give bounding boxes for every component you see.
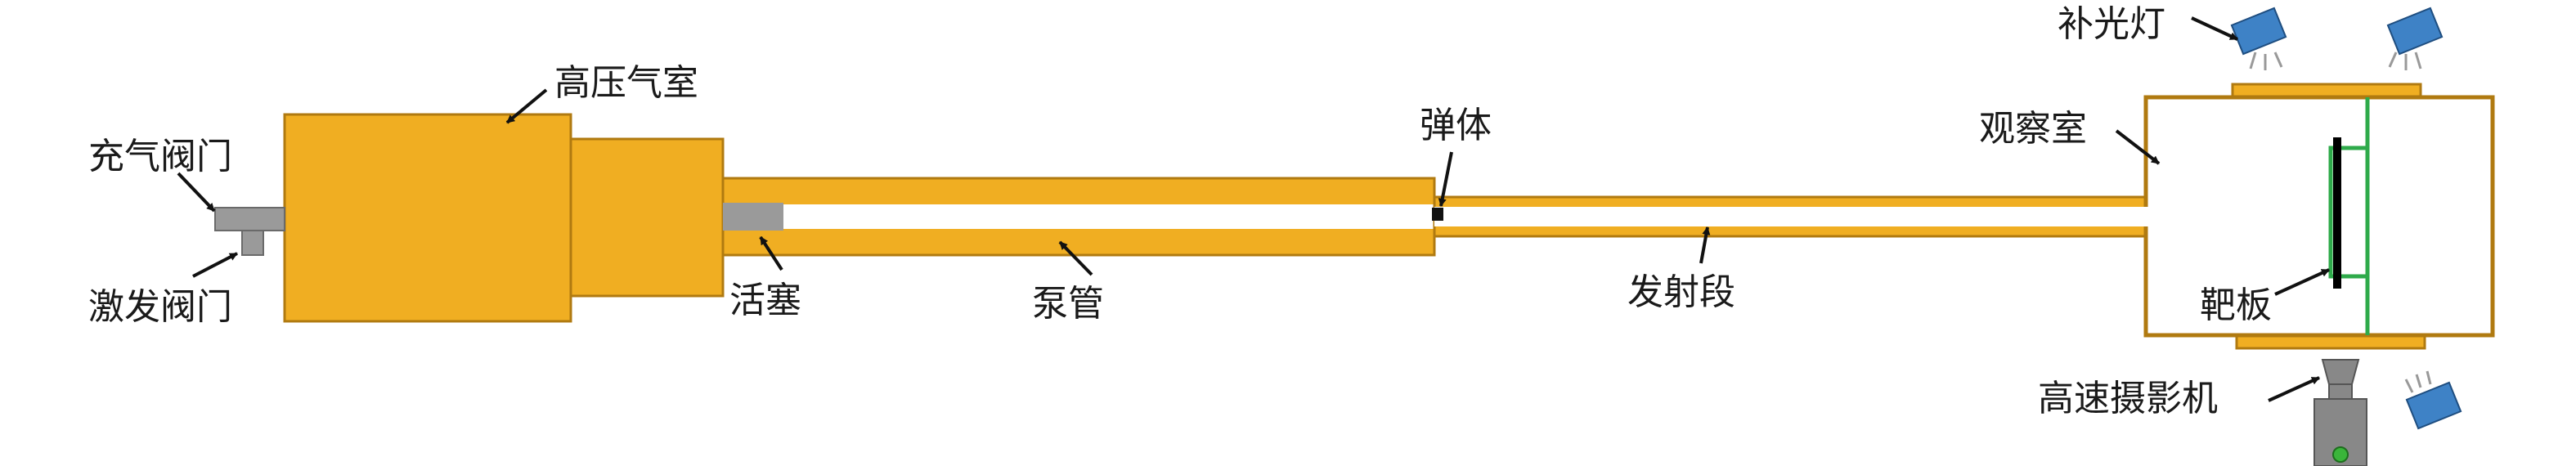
camera-lens	[2332, 446, 2349, 463]
arrow-high-pressure-chamber	[505, 88, 548, 124]
launch-tube-bore	[1434, 207, 2146, 226]
fill-light-left	[2230, 7, 2287, 70]
high-pressure-chamber-neck	[569, 137, 725, 298]
arrow-projectile	[1438, 151, 1453, 207]
pump-tube-bore	[723, 204, 1434, 229]
label-trigger-valve: 激发阀门	[88, 286, 232, 328]
observation-chamber-entry	[2141, 207, 2152, 226]
inflation-valve	[214, 207, 285, 231]
target-plate	[2333, 137, 2341, 289]
arrow-target-plate	[2274, 268, 2330, 296]
label-piston: 活塞	[729, 280, 801, 321]
arrow-inflation-valve	[177, 172, 216, 213]
projectile	[1432, 208, 1443, 221]
arrow-launch-section	[1699, 226, 1711, 264]
arrow-piston	[759, 235, 783, 271]
fill-light-bottom	[2404, 370, 2462, 430]
observation-chamber	[2143, 95, 2495, 338]
high-speed-camera	[2313, 359, 2367, 466]
trigger-valve	[241, 230, 264, 256]
arrow-high-speed-camera	[2268, 376, 2320, 402]
target-bracket	[2328, 146, 2370, 279]
label-pump-tube: 泵管	[1032, 283, 1104, 325]
label-high-speed-camera: 高速摄影机	[2038, 378, 2218, 419]
arrow-observation-chamber	[2115, 129, 2161, 165]
fill-light-right	[2386, 7, 2444, 70]
label-inflation-valve: 充气阀门	[88, 136, 232, 177]
label-projectile: 弹体	[1420, 105, 1492, 146]
label-fill-light: 补光灯	[2058, 3, 2165, 45]
label-high-pressure-chamber: 高压气室	[554, 62, 698, 104]
label-launch-section: 发射段	[1627, 271, 1735, 313]
piston	[723, 203, 783, 231]
arrow-trigger-valve	[192, 252, 238, 278]
arrow-pump-tube	[1058, 240, 1093, 276]
label-target-plate: 靶板	[2200, 285, 2272, 326]
arrow-fill-light	[2191, 16, 2238, 41]
label-observation-chamber: 观察室	[1979, 108, 2087, 150]
high-pressure-chamber-main	[283, 113, 572, 323]
